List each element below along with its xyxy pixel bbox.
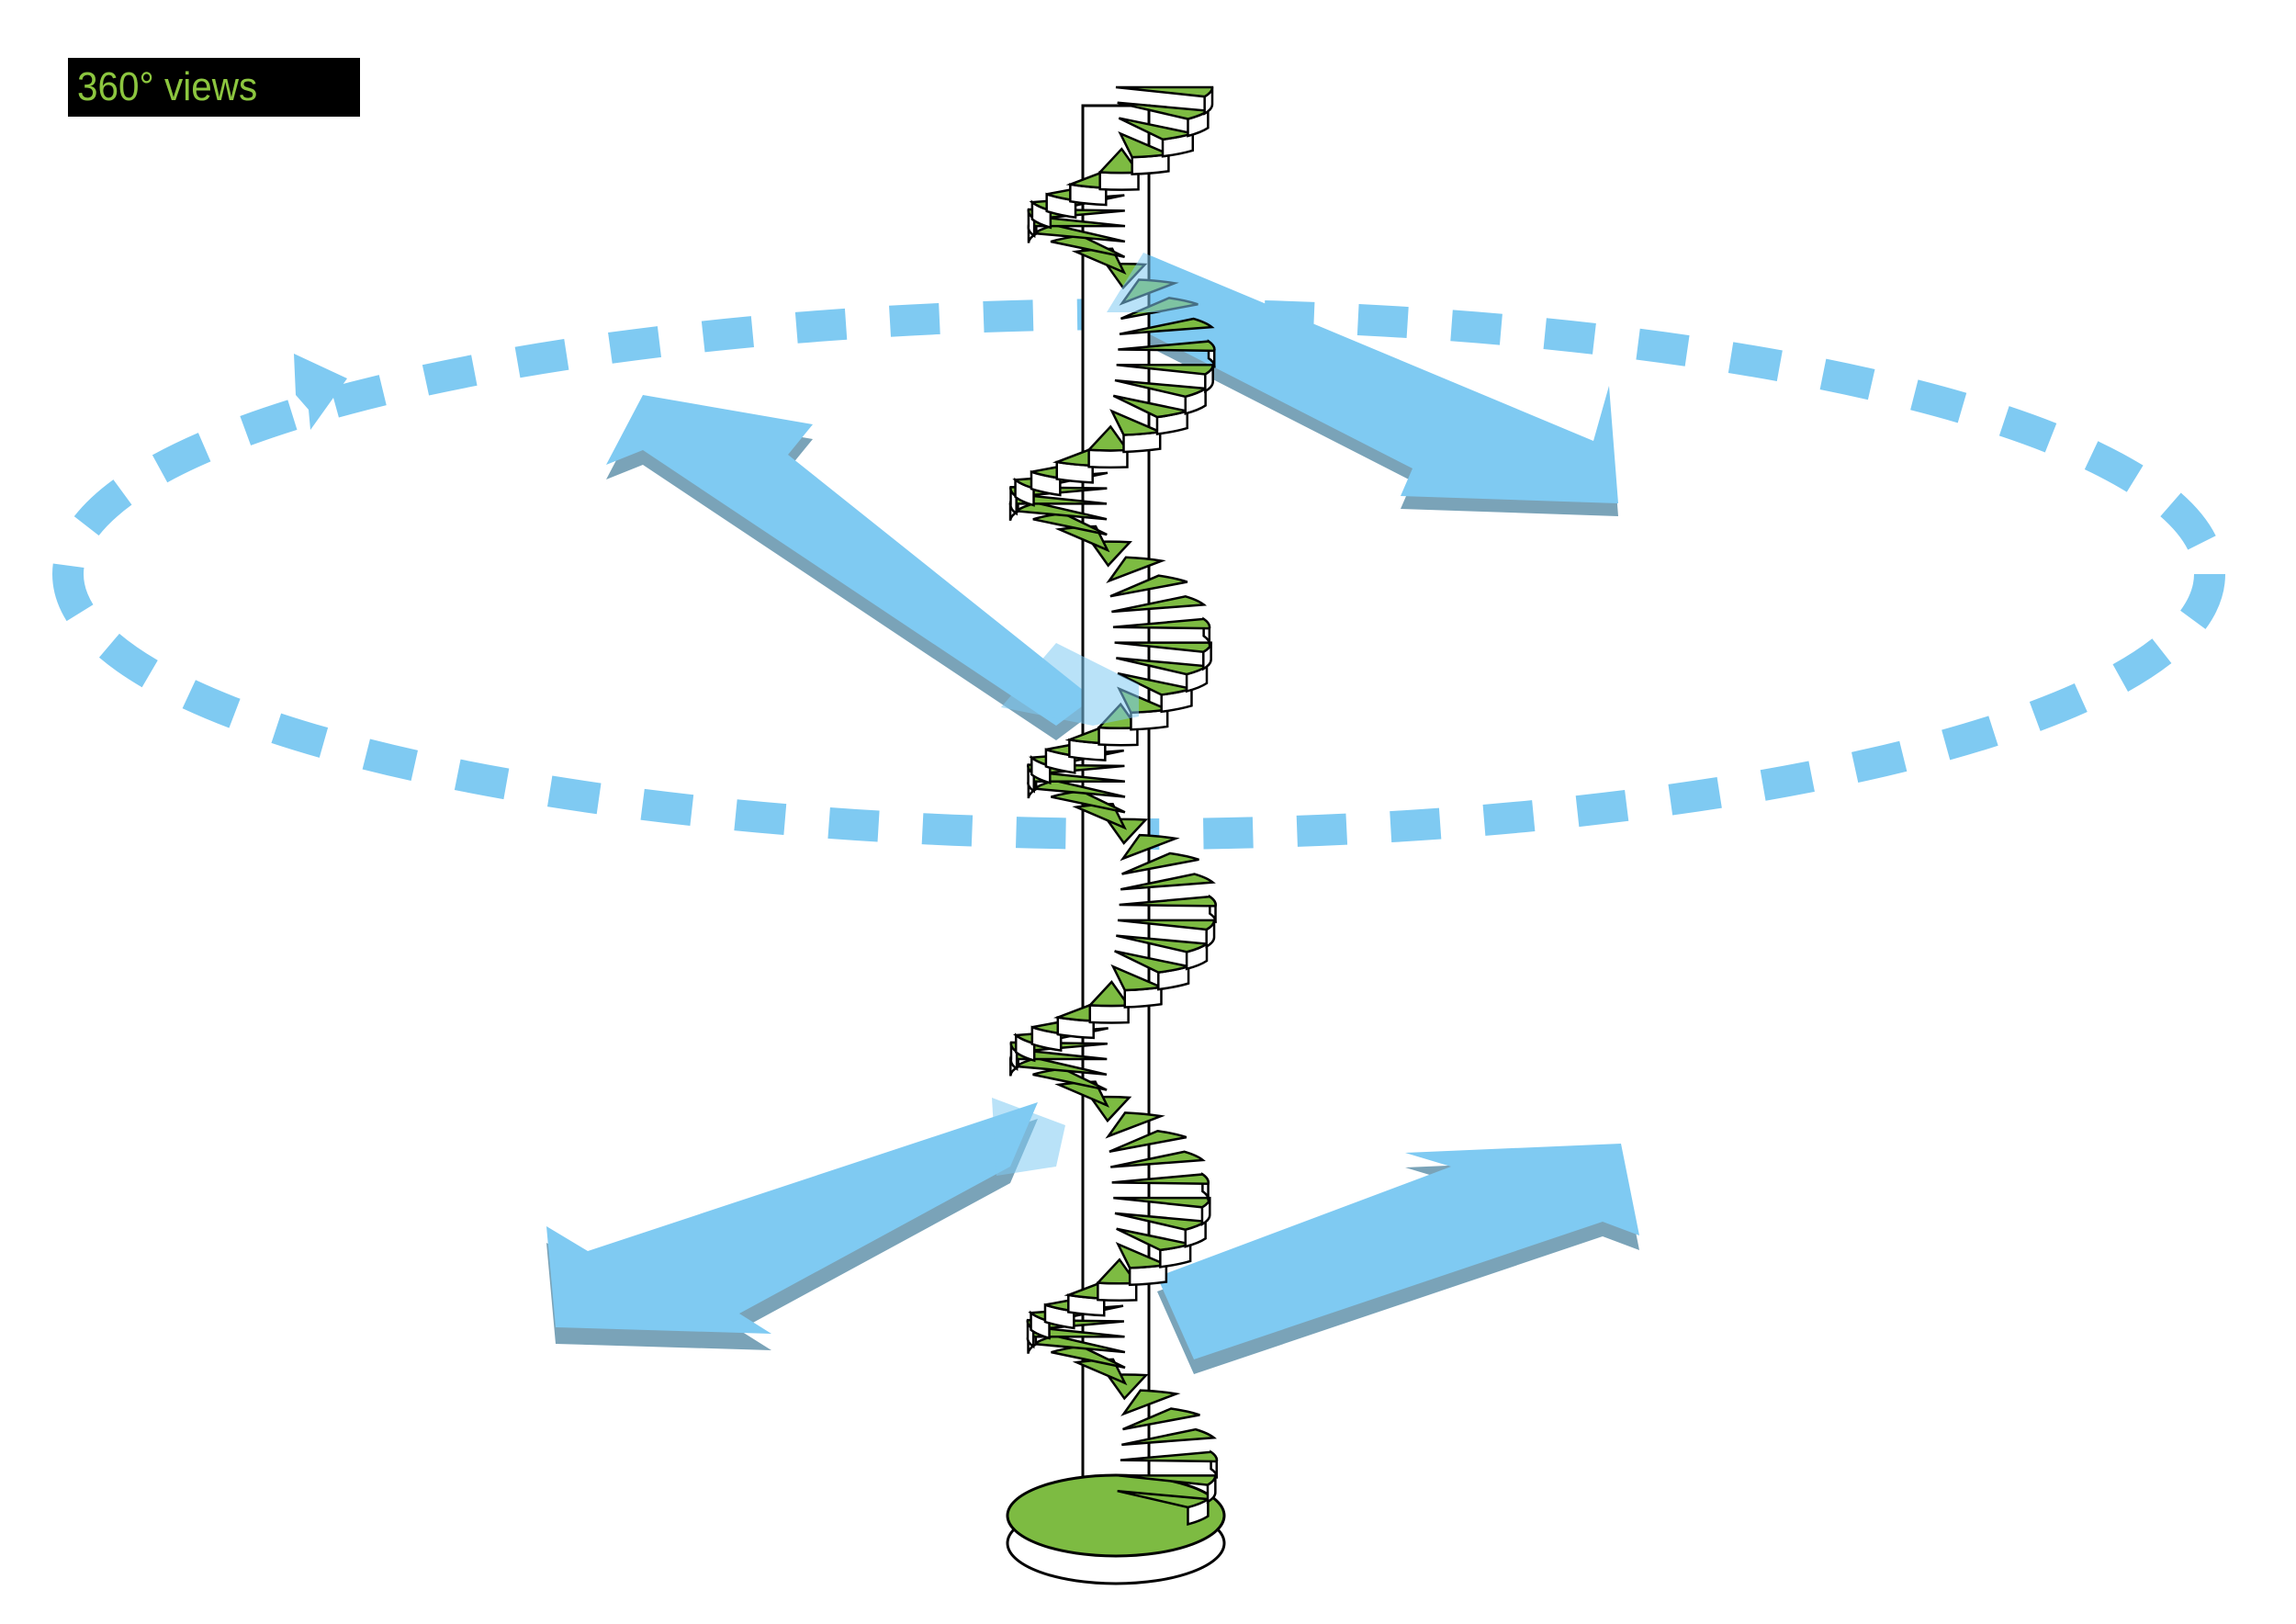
stair-step xyxy=(1117,671,1193,714)
stair-step xyxy=(1110,964,1166,1009)
stair-step xyxy=(1111,594,1208,614)
stair-step xyxy=(1120,1449,1219,1479)
stair-step xyxy=(1114,641,1212,671)
stair-step xyxy=(1115,1242,1171,1287)
view-arrow-back-right xyxy=(1107,253,1618,516)
stair-step xyxy=(1121,1427,1217,1447)
stair-step xyxy=(1112,616,1211,646)
stair-step xyxy=(1120,873,1216,891)
stair-step xyxy=(1115,85,1214,116)
stair-step xyxy=(1121,851,1199,875)
stair-step xyxy=(1119,1474,1217,1505)
stair-step xyxy=(1116,364,1214,394)
orbit-arrowhead-icon xyxy=(294,354,347,430)
stair-step xyxy=(1086,424,1130,469)
stair-step xyxy=(1117,919,1216,949)
stair-step xyxy=(1095,1257,1139,1303)
stair-step xyxy=(1105,1111,1165,1139)
stair-step xyxy=(1118,339,1216,368)
view-arrow-front-right xyxy=(1157,1144,1639,1374)
stair-step xyxy=(1120,1389,1181,1416)
view-arrow-overlap-top xyxy=(1107,253,1221,312)
stair-step xyxy=(1109,1129,1187,1153)
stair-step xyxy=(1112,394,1188,435)
stair-step xyxy=(1111,1172,1210,1201)
stair-step xyxy=(1119,317,1215,335)
stair-step xyxy=(1109,1150,1206,1168)
stair-step xyxy=(1116,1227,1192,1269)
view-arrow-front-left xyxy=(546,1102,1038,1350)
stair-step xyxy=(1122,1407,1200,1431)
stair-step xyxy=(1120,833,1180,862)
stair-step xyxy=(1109,574,1188,598)
view-arrow-overlap-lower xyxy=(992,1098,1065,1176)
stair-step xyxy=(1117,1489,1211,1527)
stair-step xyxy=(1119,894,1217,924)
stair-step xyxy=(1106,556,1166,584)
view-arrow-overlap-middle xyxy=(1001,643,1139,726)
stair-step xyxy=(1118,117,1195,158)
stair-step xyxy=(1109,409,1165,454)
view-label-box: 360° views xyxy=(68,58,360,117)
view-label-text: 360° views xyxy=(77,64,258,109)
stair-step xyxy=(1113,1196,1211,1226)
view-arrow-back-left xyxy=(606,395,1093,740)
